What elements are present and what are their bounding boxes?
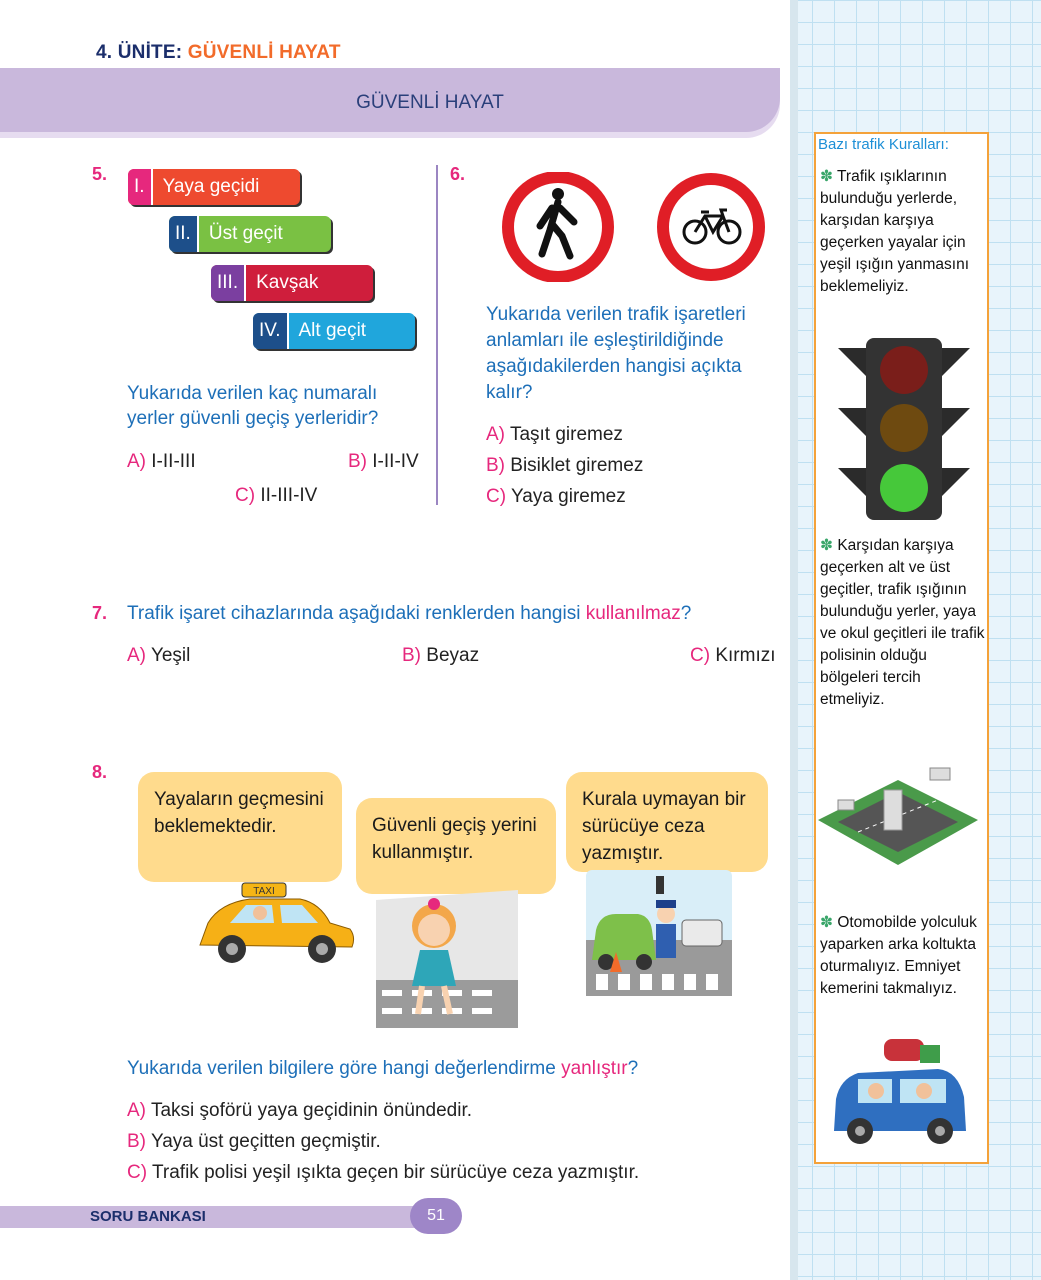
flower-bullet-icon: ✽ <box>820 168 833 185</box>
column-divider <box>436 165 438 505</box>
q8-option-c[interactable]: C) Trafik polisi yeşil ışıkta geçen bir … <box>127 1162 640 1183</box>
label-text: Kavşak <box>256 272 319 293</box>
q8-option-b[interactable]: B) Yaya üst geçitten geçmiştir. <box>127 1131 381 1152</box>
rules-panel <box>814 132 989 1164</box>
q5-number: 5. <box>92 164 108 184</box>
footer-bar <box>0 1206 430 1228</box>
banner-title: GÜVENLİ HAYAT <box>356 92 504 113</box>
banner <box>0 68 780 132</box>
police-illustration <box>586 870 732 996</box>
speech-bubble-police: Kurala uymayan bir sürücüye ceza yazmışt… <box>566 772 768 872</box>
footer-label: SORU BANKASI <box>90 1208 206 1225</box>
taxi-illustration: TAXI <box>199 882 355 963</box>
q5-question: Yukarıda verilen kaç numaralı yerler güv… <box>127 383 379 429</box>
q8-option-a[interactable]: A) Taksi şoförü yaya geçidinin önündedir… <box>127 1100 473 1121</box>
q6-option-b[interactable]: B) Bisiklet giremez <box>486 455 644 476</box>
q8-question: Yukarıda verilen bilgilere göre hangi de… <box>127 1058 639 1079</box>
label-ust-gecit: II. Üst geçit <box>169 216 331 252</box>
no-bicycles-sign-icon <box>657 173 765 281</box>
speech-bubble-taxi: Yayaların geçmesini beklemektedir. <box>138 772 342 882</box>
rule-1: ✽ Trafik ışıklarının bulunduğu yerlerde,… <box>820 168 970 295</box>
label-text: Üst geçit <box>208 223 283 244</box>
q6-option-c[interactable]: C) Yaya giremez <box>486 486 626 507</box>
family-car-illustration <box>834 1039 966 1144</box>
speech-bubble-girl: Güvenli geçiş yerini kullanmıştır. <box>356 798 556 894</box>
unit-title: 4. ÜNİTE: GÜVENLİ HAYAT <box>96 42 341 64</box>
rules-panel-title: Bazı trafik Kuralları: <box>818 136 949 153</box>
q7-option-a[interactable]: A) Yeşil <box>127 645 191 666</box>
label-alt-gecit: IV. Alt geçit <box>253 313 415 349</box>
label-yaya-gecidi: I. Yaya geçidi <box>128 169 300 205</box>
q5-option-a[interactable]: A) I-II-III <box>127 451 196 472</box>
unit-prefix: 4. ÜNİTE: <box>96 42 183 63</box>
label-num: IV. <box>253 313 289 349</box>
girl-crossing-illustration <box>376 890 518 1028</box>
no-pedestrians-sign-icon <box>502 172 614 282</box>
q7-option-c[interactable]: C) Kırmızı <box>690 645 776 666</box>
q5-option-c[interactable]: C) II-III-IV <box>235 485 318 506</box>
rule-3: ✽ Otomobilde yolculuk yaparken arka kolt… <box>820 914 977 997</box>
q8-number: 8. <box>92 762 108 782</box>
q6-question: Yukarıda verilen trafik işaretleri anlam… <box>486 304 746 403</box>
label-num: III. <box>211 265 247 301</box>
rule-2: ✽ Karşıdan karşıya geçerken alt ve üst g… <box>820 537 985 708</box>
flower-bullet-icon: ✽ <box>820 914 833 931</box>
label-text: Alt geçit <box>298 320 367 341</box>
label-kavsak: III. Kavşak <box>211 265 373 301</box>
label-num: I. <box>128 169 153 205</box>
q7-question: Trafik işaret cihazlarında aşağıdaki ren… <box>127 603 692 624</box>
q5-option-b[interactable]: B) I-II-IV <box>348 451 419 472</box>
taxi-sign-text: TAXI <box>253 886 274 897</box>
grid-edge <box>790 0 798 1280</box>
traffic-light-illustration <box>838 338 970 520</box>
q7-number: 7. <box>92 603 108 623</box>
flower-bullet-icon: ✽ <box>820 537 833 554</box>
overpass-illustration <box>818 767 978 865</box>
q6-option-a[interactable]: A) Taşıt giremez <box>486 424 623 445</box>
label-num: II. <box>169 216 199 252</box>
q6-number: 6. <box>450 164 466 184</box>
page-number: 51 <box>410 1198 462 1234</box>
q7-option-b[interactable]: B) Beyaz <box>402 645 480 666</box>
unit-name: GÜVENLİ HAYAT <box>187 42 341 63</box>
label-text: Yaya geçidi <box>162 176 260 197</box>
